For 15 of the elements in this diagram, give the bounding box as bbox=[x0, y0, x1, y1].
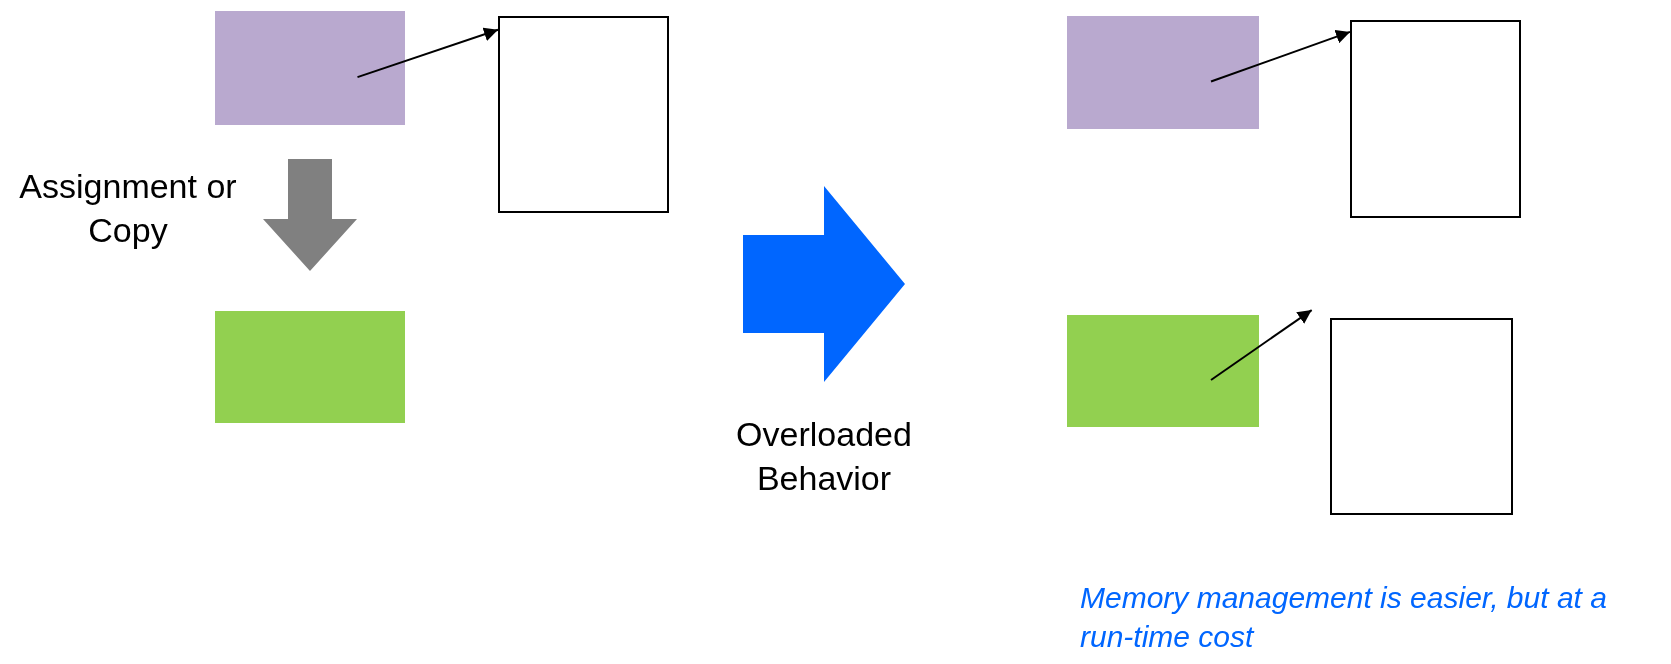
block-arrow bbox=[263, 159, 357, 271]
memory-box bbox=[1350, 20, 1521, 218]
pointer-arrow bbox=[1210, 30, 1351, 83]
edge-label: Assignment or Copy bbox=[18, 166, 238, 252]
memory-box bbox=[1330, 318, 1513, 515]
note-text: Memory management is easier, but at a run-time cost bbox=[1080, 580, 1608, 655]
variable-box bbox=[215, 311, 405, 423]
pointer-arrow bbox=[356, 27, 499, 79]
variable-box bbox=[1067, 16, 1259, 129]
block-arrow bbox=[743, 186, 905, 382]
variable-box bbox=[1067, 315, 1259, 427]
caption-text: Overloaded Behavior bbox=[735, 414, 913, 500]
memory-box bbox=[498, 16, 669, 213]
pointer-arrow bbox=[1210, 309, 1313, 381]
variable-box bbox=[215, 11, 405, 125]
